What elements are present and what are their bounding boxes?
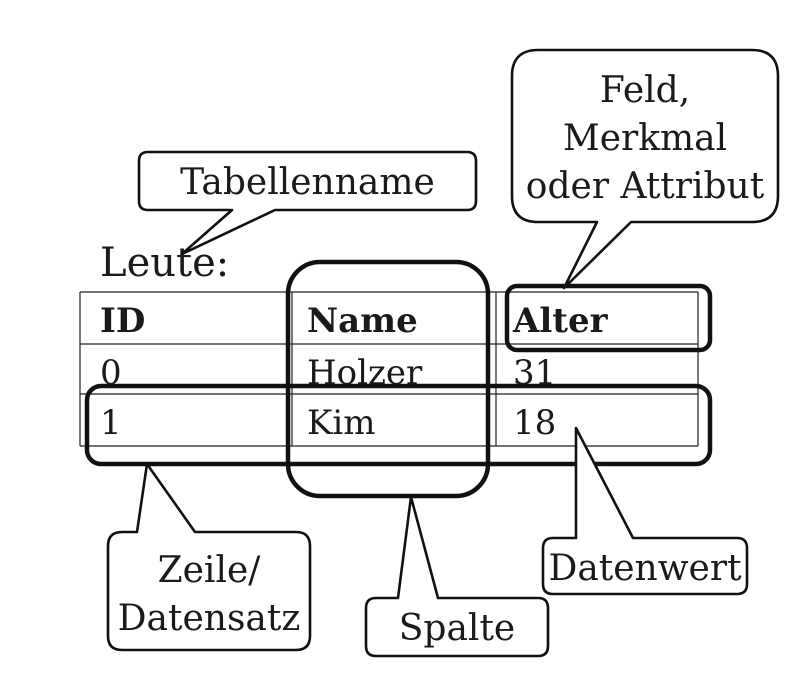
callout-tabellenname-text: Tabellenname: [180, 162, 435, 203]
callout-spalte-text: Spalte: [399, 608, 515, 649]
callout-tabellenname-bubble: [137, 150, 478, 256]
table-cell-row0-id: 0: [100, 353, 122, 393]
callout-datenwert-text: Datenwert: [548, 548, 742, 589]
callout-zeile-line1: Zeile/: [158, 550, 262, 591]
header-cell-id: ID: [100, 301, 145, 341]
callout-feld-line2: Merkmal: [563, 118, 727, 159]
callout-feld-bubble: [510, 48, 780, 290]
table-grid: [79, 291, 699, 447]
callout-zeile-line2: Datensatz: [118, 598, 301, 639]
field-highlight-ring: [504, 283, 713, 353]
row-highlight-ring: [84, 383, 713, 467]
header-cell-name: Name: [307, 301, 418, 341]
table-cell-row1-alter: 18: [513, 403, 556, 443]
callout-feld-line3: oder Attribut: [526, 166, 765, 207]
table-cell-row1-id: 1: [100, 403, 122, 443]
table-cell-row1-name: Kim: [307, 403, 376, 443]
header-cell-alter: Alter: [512, 301, 609, 341]
column-highlight-ring: [285, 259, 491, 499]
callout-spalte-bubble: [364, 495, 550, 658]
table-name: Leute:: [100, 240, 229, 286]
callout-datenwert-bubble: [541, 426, 749, 596]
callout-zeile-bubble: [106, 462, 312, 652]
callout-feld-line1: Feld,: [600, 70, 690, 111]
